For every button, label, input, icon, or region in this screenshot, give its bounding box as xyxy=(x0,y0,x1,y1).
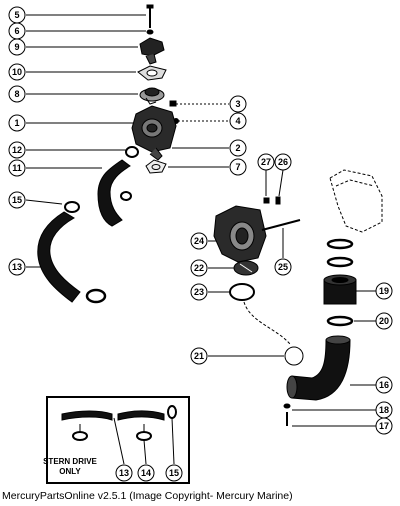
callout-9[interactable]: 9 xyxy=(8,38,138,56)
svg-text:5: 5 xyxy=(14,10,19,20)
part-water-housing xyxy=(213,205,267,263)
callout-19[interactable]: 19 xyxy=(354,282,393,300)
callout-5[interactable]: 5 xyxy=(8,6,146,24)
callout-4[interactable]: 4 xyxy=(178,112,247,130)
inset-callout-13[interactable]: 13 xyxy=(115,464,133,482)
svg-text:25: 25 xyxy=(278,262,288,272)
svg-text:24: 24 xyxy=(194,236,204,246)
part-coupler xyxy=(323,274,357,305)
part-clamp-15 xyxy=(64,201,80,213)
part-clamp-20 xyxy=(326,315,354,327)
svg-text:21: 21 xyxy=(194,351,204,361)
callout-16[interactable]: 16 xyxy=(350,376,393,394)
svg-text:18: 18 xyxy=(379,405,389,415)
svg-text:26: 26 xyxy=(278,157,288,167)
callout-17[interactable]: 17 xyxy=(292,417,393,435)
inset-clamp-left xyxy=(72,424,88,441)
part-hose-11 xyxy=(97,159,131,227)
part-screw-washer xyxy=(283,403,291,426)
callout-13[interactable]: 13 xyxy=(8,258,44,276)
callout-12[interactable]: 12 xyxy=(8,141,126,159)
part-hose-13 xyxy=(37,211,81,303)
svg-text:14: 14 xyxy=(141,468,151,478)
part-ring-23 xyxy=(229,283,255,301)
part-rod xyxy=(261,219,301,231)
svg-text:9: 9 xyxy=(14,42,19,52)
part-clamp-13 xyxy=(85,288,107,304)
callout-26[interactable]: 26 xyxy=(274,153,292,197)
svg-text:17: 17 xyxy=(379,421,389,431)
part-clamp-12 xyxy=(125,146,139,158)
part-gasket-7 xyxy=(145,159,167,174)
svg-text:2: 2 xyxy=(235,143,240,153)
part-bolt xyxy=(146,4,154,28)
svg-text:12: 12 xyxy=(12,145,22,155)
callout-27[interactable]: 27 xyxy=(257,153,275,196)
svg-text:STERN DRIVE: STERN DRIVE xyxy=(43,457,97,466)
svg-text:ONLY: ONLY xyxy=(59,467,81,476)
callout-2[interactable]: 2 xyxy=(172,139,247,157)
callout-21[interactable]: 21 xyxy=(190,347,284,365)
svg-text:27: 27 xyxy=(261,157,271,167)
part-clamp-upper xyxy=(326,238,354,268)
callout-6[interactable]: 6 xyxy=(8,22,146,40)
part-gasket-top xyxy=(137,65,167,81)
svg-text:15: 15 xyxy=(12,195,22,205)
inset-callout-15[interactable]: 15 xyxy=(165,464,183,482)
svg-text:10: 10 xyxy=(12,67,22,77)
svg-text:19: 19 xyxy=(379,286,389,296)
svg-text:7: 7 xyxy=(235,162,240,172)
callout-15[interactable]: 15 xyxy=(8,191,63,209)
svg-text:4: 4 xyxy=(235,116,240,126)
inset-callout-14[interactable]: 14 xyxy=(137,464,155,482)
svg-text:1: 1 xyxy=(14,118,19,128)
inset-stern-drive: STERN DRIVE ONLY 13 14 15 xyxy=(43,396,190,484)
callout-25[interactable]: 25 xyxy=(274,228,292,276)
callout-11[interactable]: 11 xyxy=(8,159,102,177)
part-elbow xyxy=(139,37,165,65)
callout-20[interactable]: 20 xyxy=(354,312,393,330)
svg-text:11: 11 xyxy=(12,163,22,173)
part-clamp-11 xyxy=(120,191,132,201)
callout-8[interactable]: 8 xyxy=(8,85,138,103)
part-washer xyxy=(146,29,154,35)
svg-text:20: 20 xyxy=(379,316,389,326)
svg-text:23: 23 xyxy=(194,287,204,297)
svg-text:15: 15 xyxy=(169,468,179,478)
part-flapper xyxy=(233,260,259,276)
part-plug-21 xyxy=(284,346,304,366)
image-caption: MercuryPartsOnline v2.5.1 (Image Copyrig… xyxy=(2,490,293,502)
callout-23[interactable]: 23 xyxy=(190,283,230,301)
callout-22[interactable]: 22 xyxy=(190,259,234,277)
svg-text:22: 22 xyxy=(194,263,204,273)
svg-text:3: 3 xyxy=(235,99,240,109)
svg-text:6: 6 xyxy=(14,26,19,36)
svg-text:13: 13 xyxy=(119,468,129,478)
callout-24[interactable]: 24 xyxy=(190,232,224,250)
part-elbow-hose xyxy=(286,335,351,401)
connector-dashed xyxy=(243,301,291,345)
svg-text:13: 13 xyxy=(12,262,22,272)
callout-1[interactable]: 1 xyxy=(8,114,134,132)
callout-3[interactable]: 3 xyxy=(176,95,247,113)
callout-10[interactable]: 10 xyxy=(8,63,136,81)
callout-7[interactable]: 7 xyxy=(168,158,247,176)
svg-text:8: 8 xyxy=(14,89,19,99)
part-plug-screw xyxy=(263,196,281,205)
part-thermostat xyxy=(139,87,165,105)
part-exhaust-outline xyxy=(329,169,383,233)
callout-18[interactable]: 18 xyxy=(292,401,393,419)
part-thermostat-housing xyxy=(131,105,177,161)
svg-text:16: 16 xyxy=(379,380,389,390)
